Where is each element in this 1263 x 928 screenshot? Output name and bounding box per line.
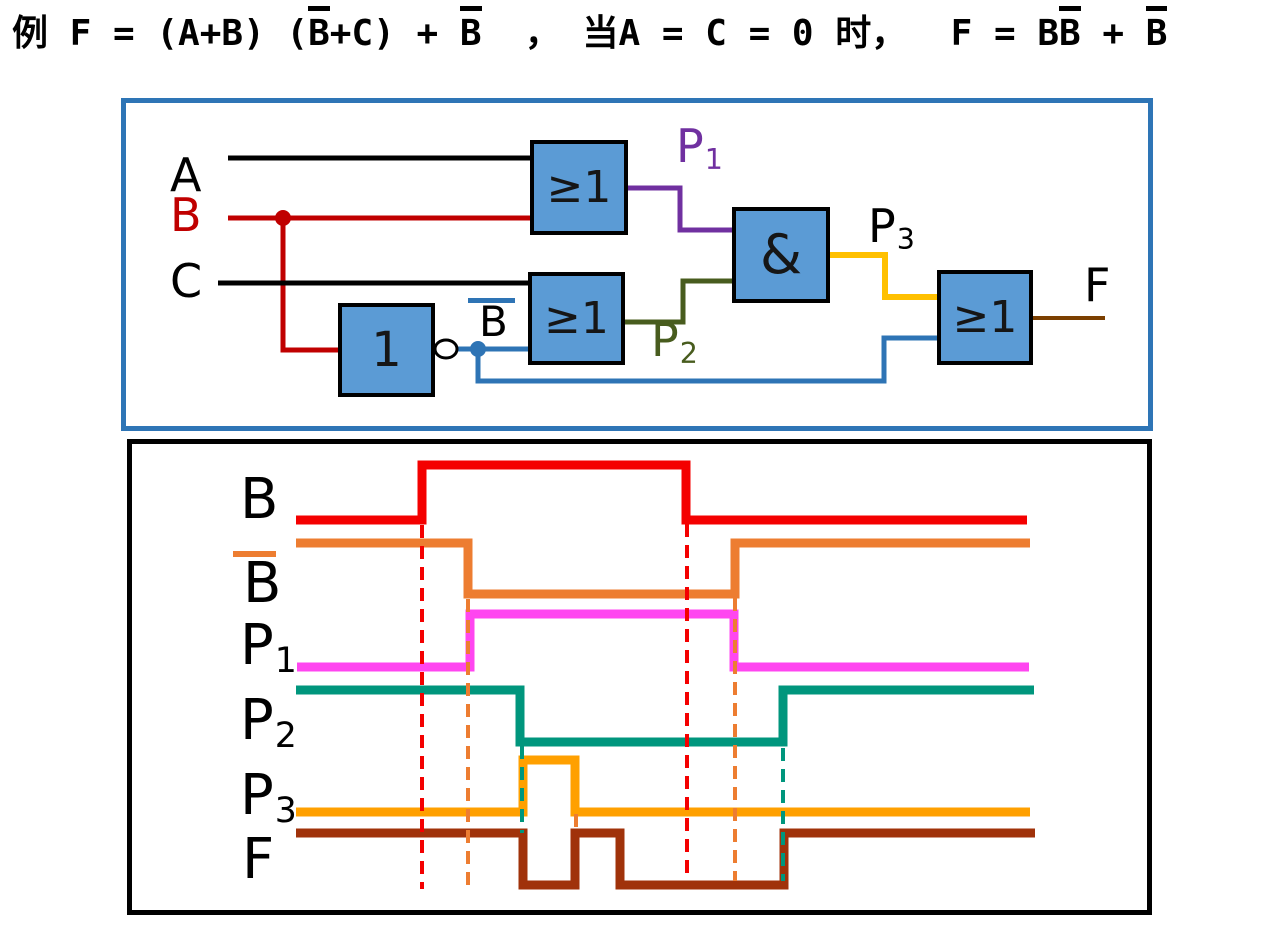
wave-label-b: B <box>240 472 278 528</box>
title-segment: +C) + <box>329 13 460 54</box>
label-p1-text: P <box>676 119 704 173</box>
not-gate: 1 <box>338 303 435 397</box>
wire-bnot-branch <box>475 335 937 384</box>
or-gate-3: ≥1 <box>937 270 1033 365</box>
label-p2: P2 <box>651 317 698 368</box>
waveform-P1 <box>297 609 1029 672</box>
label-input-b: B <box>170 192 202 238</box>
label-p3: P3 <box>868 203 915 254</box>
wave-label-f: F <box>242 832 274 888</box>
wire-p3-net <box>830 252 937 300</box>
label-p3-subscript: 3 <box>896 222 915 256</box>
wire-p1-net <box>628 185 732 233</box>
wave-label-f-text: F <box>242 827 275 892</box>
waveform-F <box>296 828 1035 890</box>
title-segment: 例 F = (A+B) ( <box>12 13 309 54</box>
wave-label-p2-text: P <box>240 688 274 753</box>
page-title: 例 F = (A+B) (B+C) + B ， 当A = C = 0 时， F … <box>12 6 1168 58</box>
or-gate-1: ≥1 <box>530 140 628 235</box>
waveform-B <box>296 460 1027 525</box>
wave-label-p3-text: P <box>240 763 274 828</box>
label-p1: P1 <box>676 123 723 174</box>
wave-label-bnot-text: B <box>243 551 282 616</box>
circuit-frame <box>121 98 1153 431</box>
wave-label-bnot: B <box>243 556 281 612</box>
label-p2-text: P <box>651 313 679 367</box>
title-overlined-var: B <box>308 6 330 58</box>
label-input-a: A <box>170 152 201 198</box>
title-segment: ， 当A = C = 0 时， F = B <box>481 13 1059 54</box>
wave-label-p1-text: P <box>240 613 274 678</box>
or-gate-3-label: ≥1 <box>952 291 1018 343</box>
label-p3-text: P <box>868 199 896 253</box>
and-gate-label: & <box>759 223 803 286</box>
or-gate-2-label: ≥1 <box>544 292 609 344</box>
inverter-bubble <box>433 338 459 360</box>
waveform-P3 <box>296 755 1030 817</box>
wave-label-p3-subscript: 3 <box>274 791 297 832</box>
waveform-B-bar <box>296 538 1030 599</box>
wave-label-p1-subscript: 1 <box>274 641 297 682</box>
wave-label-p2: P2 <box>240 693 297 754</box>
timing-bnot-overline <box>233 551 276 557</box>
title-overlined-var: B <box>459 6 482 58</box>
label-bnot: B <box>479 301 508 343</box>
wire-b-branch <box>280 218 338 353</box>
wave-label-p3: P3 <box>240 768 297 829</box>
or-gate-1-label: ≥1 <box>546 161 612 213</box>
label-bnot-text: B <box>479 297 508 346</box>
timing-frame <box>127 439 1152 915</box>
label-output-f-text: F <box>1084 258 1111 312</box>
title-overlined-var: B <box>1059 6 1081 58</box>
label-input-b-text: B <box>170 188 202 242</box>
junction-bnot <box>470 341 486 357</box>
label-p2-subscript: 2 <box>679 336 698 370</box>
wire-p2-net <box>623 278 732 325</box>
label-p1-subscript: 1 <box>704 142 723 176</box>
wave-label-b-text: B <box>240 467 279 532</box>
not-gate-label: 1 <box>371 322 402 378</box>
wave-label-p2-subscript: 2 <box>274 716 297 757</box>
and-gate: & <box>732 207 830 303</box>
label-input-a-text: A <box>170 148 202 202</box>
circuit-bnot-overline <box>468 298 515 303</box>
wave-label-p1: P1 <box>240 618 297 679</box>
junction-b <box>275 210 291 226</box>
title-overlined-var: B <box>1145 6 1168 58</box>
label-output-f: F <box>1084 262 1110 308</box>
waveform-P2 <box>296 685 1034 747</box>
label-input-c-text: C <box>170 254 203 308</box>
label-input-c: C <box>170 258 202 304</box>
or-gate-2: ≥1 <box>528 272 625 365</box>
title-segment: + <box>1080 13 1146 54</box>
